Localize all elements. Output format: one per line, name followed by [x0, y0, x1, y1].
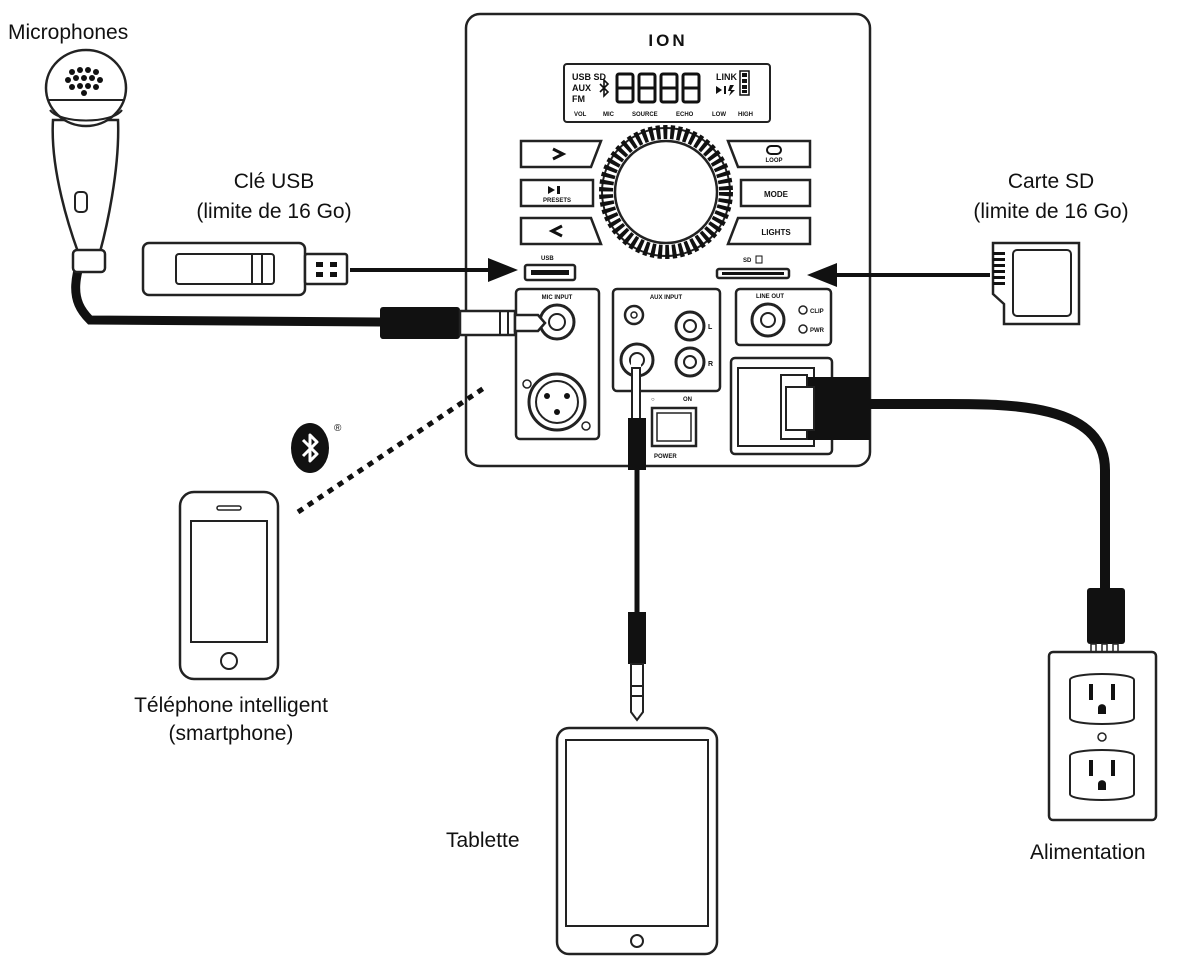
display-label-mic: MIC [603, 112, 615, 118]
display-bluetooth-icon [599, 78, 610, 98]
label-smartphone: Téléphone intelligent [134, 694, 328, 717]
on-label: ON [683, 397, 692, 403]
usb-arrow [350, 258, 518, 282]
svg-text:R: R [708, 361, 713, 368]
play-pause-presets-button[interactable]: PRESETS [519, 178, 595, 208]
smartphone-icon [178, 490, 280, 681]
label-microphones: Microphones [8, 21, 129, 44]
display-link: LINK [716, 72, 737, 82]
speaker-rear-panel: ION USB SD AUX FM LINK [464, 12, 872, 468]
wall-outlet-icon [1047, 650, 1158, 822]
bluetooth-link: ® [291, 385, 486, 515]
aux-cable [628, 360, 646, 722]
previous-button[interactable] [519, 216, 603, 246]
mode-button[interactable]: MODE [739, 178, 812, 208]
display-battery-icon [739, 70, 750, 96]
seven-segment-digits [615, 72, 701, 104]
svg-text:®: ® [334, 423, 342, 434]
sd-card-slot[interactable]: SD [715, 255, 791, 280]
microphone [44, 48, 547, 339]
pwr-led [798, 324, 808, 334]
mic-input-label: MIC INPUT [542, 295, 573, 301]
loop-button[interactable]: LOOP [726, 139, 812, 169]
usb-flash-drive [141, 241, 349, 297]
label-power: Alimentation [1030, 841, 1146, 864]
presets-label: PRESETS [543, 198, 571, 204]
display-label-high: HIGH [738, 112, 753, 118]
display-label-source: SOURCE [632, 112, 658, 118]
line-out-section: LINE OUT CLIP PWR [734, 287, 833, 347]
display-source-fm: FM [572, 94, 585, 104]
aux-rca-right[interactable]: R [674, 346, 713, 378]
lights-label: LIGHTS [761, 228, 791, 237]
jog-wheel[interactable] [599, 125, 733, 259]
display-label-vol: VOL [574, 112, 587, 118]
display-source-aux: AUX [572, 83, 591, 93]
display-label-echo: ECHO [676, 112, 694, 118]
label-smartphone-paren: (smartphone) [168, 722, 294, 745]
sd-card [991, 241, 1081, 326]
display-charge-icon [728, 85, 735, 96]
mic-jack-xlr[interactable] [522, 372, 591, 432]
sd-arrow [807, 263, 990, 287]
loop-icon [766, 145, 782, 155]
aux-input-section: AUX INPUT L R [611, 287, 722, 393]
usb-port-label: USB [541, 256, 554, 262]
lights-button[interactable]: LIGHTS [726, 216, 812, 246]
usb-port[interactable]: USB [523, 256, 577, 282]
lcd-display: USB SD AUX FM LINK [563, 63, 771, 123]
label-usb-limit: (limite de 16 Go) [196, 200, 352, 223]
display-label-low: LOW [712, 112, 726, 118]
pwr-label: PWR [810, 328, 825, 334]
play-pause-icon [548, 186, 555, 194]
power-switch[interactable]: ○ ON POWER [650, 397, 698, 460]
label-usb-key: Clé USB [233, 170, 315, 193]
clip-led [798, 305, 808, 315]
display-source-usb-sd: USB SD [572, 72, 607, 82]
chevron-right-icon [552, 147, 567, 161]
clip-label: CLIP [810, 309, 824, 315]
display-play-icon [716, 86, 722, 94]
svg-text:L: L [708, 324, 713, 331]
aux-rca-left[interactable]: L [674, 310, 713, 342]
sd-port-label: SD [743, 258, 752, 264]
line-out-label: LINE OUT [756, 294, 784, 300]
mic-input-section: MIC INPUT [514, 287, 601, 441]
aux-input-label: AUX INPUT [650, 295, 683, 301]
bluetooth-icon: ® [291, 423, 342, 473]
mode-label: MODE [764, 190, 789, 199]
loop-label: LOOP [765, 158, 782, 164]
label-sd-card: Carte SD [1007, 170, 1095, 193]
aux-jack-eighth-inch[interactable] [623, 304, 645, 326]
power-cable [785, 377, 1125, 671]
off-label: ○ [651, 397, 655, 403]
next-button[interactable] [519, 139, 603, 169]
label-sd-limit: (limite de 16 Go) [973, 200, 1129, 223]
chevron-left-icon [548, 224, 563, 238]
line-out-jack[interactable] [750, 302, 786, 338]
label-tablet: Tablette [446, 829, 520, 852]
tablet-icon [555, 726, 719, 956]
power-label: POWER [654, 454, 677, 460]
brand-logo: ION [648, 31, 687, 50]
